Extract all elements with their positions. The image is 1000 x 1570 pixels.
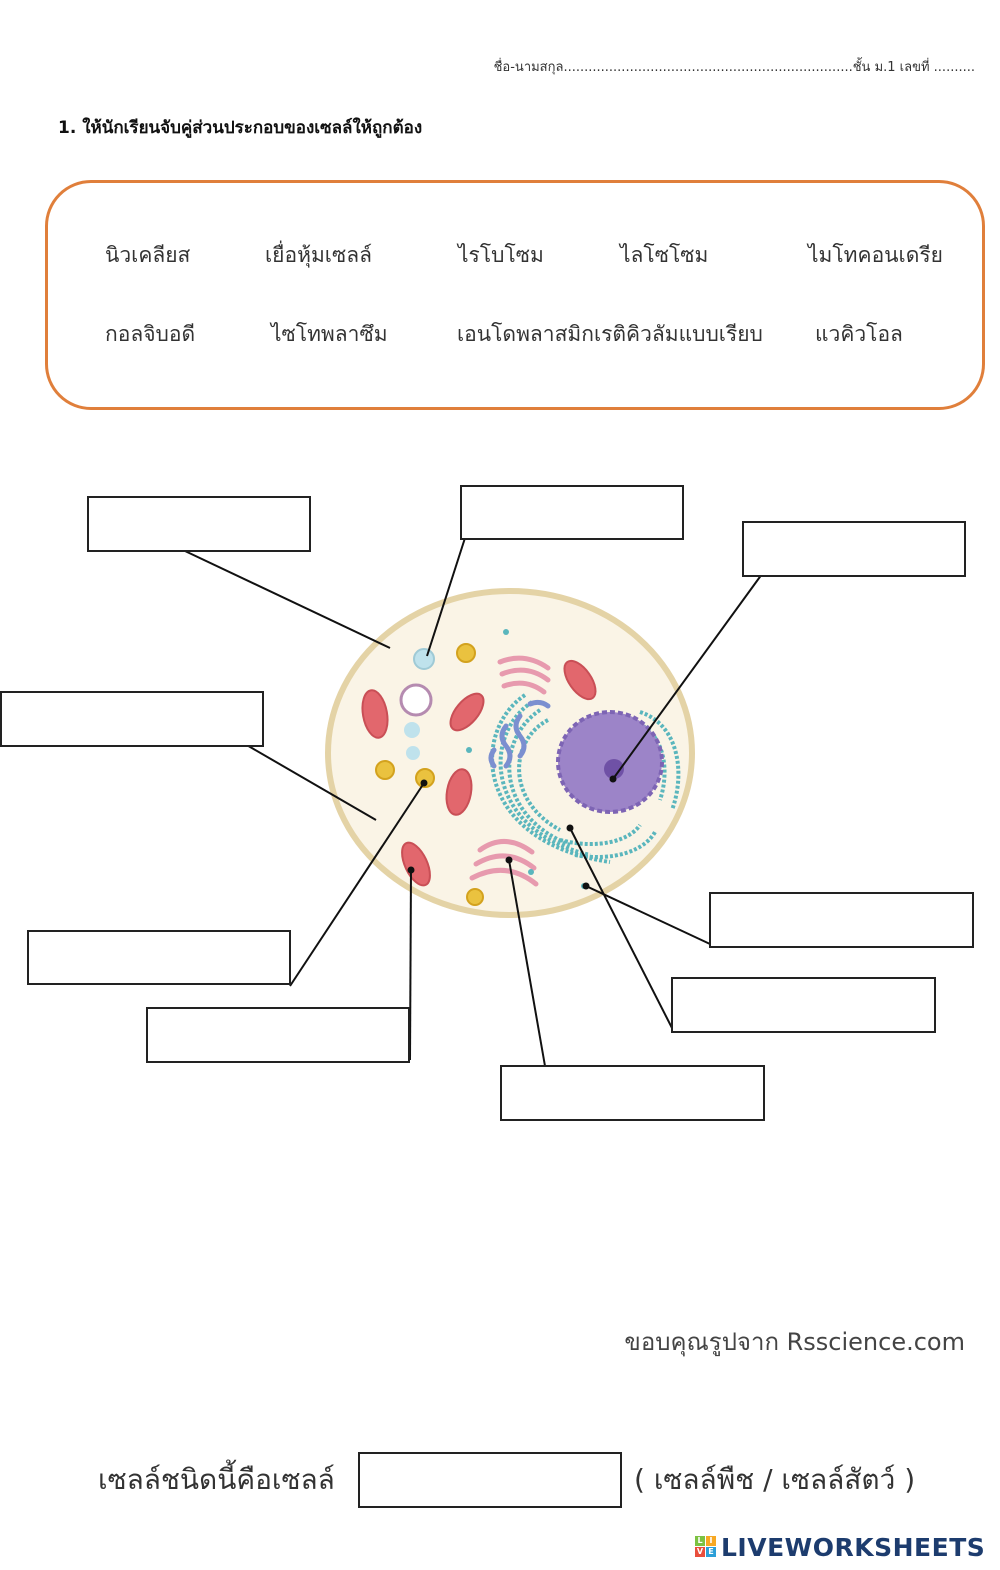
mitochondria (361, 659, 597, 887)
nucleolus (604, 759, 624, 779)
vesicle (404, 722, 420, 738)
instruction-text: 1. ให้นักเรียนจับคู่ส่วนประกอบของเซลล์ให… (58, 118, 423, 138)
word-nucleus[interactable]: นิวเคลียส (105, 243, 191, 267)
cell-type-question: เซลล์ชนิดนี้คือเซลล์ (98, 1463, 335, 1496)
word-cytoplasm[interactable]: ไซโทพลาซึม (271, 322, 388, 346)
smooth-er (488, 699, 551, 769)
student-info-line: ชื่อ-นามสกุล............................… (493, 60, 975, 75)
word-golgi-body[interactable]: กอลจิบอดี (105, 322, 196, 346)
answer-input-6[interactable] (148, 1009, 408, 1061)
liveworksheets-logo: L I V E LIVEWORKSHEETS (695, 1530, 985, 1564)
liveworksheets-text: LIVEWORKSHEETS (721, 1532, 986, 1562)
word-bank: นิวเคลียส เยื่อหุ้มเซลล์ ไรโบโซม ไลโซโซม… (45, 180, 985, 410)
mark-v: V (695, 1547, 705, 1557)
answer-input-9[interactable] (673, 979, 934, 1031)
vesicle (413, 648, 435, 670)
word-vacuole[interactable]: แวคิวโอล (815, 322, 903, 346)
answer-box-cell-type[interactable] (358, 1452, 622, 1508)
answer-box-lysosome[interactable] (27, 930, 291, 985)
answer-box-golgi[interactable] (500, 1065, 765, 1121)
rough-er (490, 693, 681, 864)
answer-box-ribosome[interactable] (709, 892, 974, 948)
mark-i: I (706, 1536, 716, 1546)
answer-input-3[interactable] (744, 523, 964, 575)
answer-box-rough-er[interactable] (671, 977, 936, 1033)
lysosomes (375, 643, 484, 906)
cell-type-input[interactable] (360, 1454, 620, 1506)
golgi-body (469, 655, 551, 887)
cell-type-options: ( เซลล์พืช / เซลล์สัตว์ ) (634, 1463, 916, 1496)
image-credit: ขอบคุณรูปจาก Rsscience.com (624, 1328, 965, 1356)
answer-input-5[interactable] (29, 932, 289, 983)
answer-box-cytoplasm[interactable] (0, 691, 264, 747)
animal-cell-diagram (184, 537, 763, 1067)
answer-box-nucleus[interactable] (742, 521, 966, 577)
word-smooth-er[interactable]: เอนโดพลาสมิกเรติคิวลัมแบบเรียบ (457, 322, 763, 346)
answer-box-mitochondria[interactable] (146, 1007, 410, 1063)
answer-input-8[interactable] (711, 894, 972, 946)
answer-input-1[interactable] (89, 498, 309, 550)
liveworksheets-mark-icon: L I V E (695, 1536, 717, 1558)
answer-input-7[interactable] (502, 1067, 763, 1119)
word-cell-membrane[interactable]: เยื่อหุ้มเซลล์ (265, 243, 372, 267)
vesicle (406, 746, 420, 760)
answer-box-vesicle[interactable] (460, 485, 684, 540)
answer-input-2[interactable] (462, 487, 682, 538)
mark-l: L (695, 1536, 705, 1546)
leader-lines (184, 537, 763, 1067)
answer-box-cell-membrane[interactable] (87, 496, 311, 552)
word-ribosome[interactable]: ไรโบโซม (458, 243, 544, 267)
mark-e: E (706, 1547, 716, 1557)
word-mitochondria[interactable]: ไมโทคอนเดรีย (808, 243, 943, 267)
answer-input-4[interactable] (2, 693, 262, 745)
word-lysosome[interactable]: ไลโซโซม (620, 243, 709, 267)
vacuole (399, 683, 433, 717)
